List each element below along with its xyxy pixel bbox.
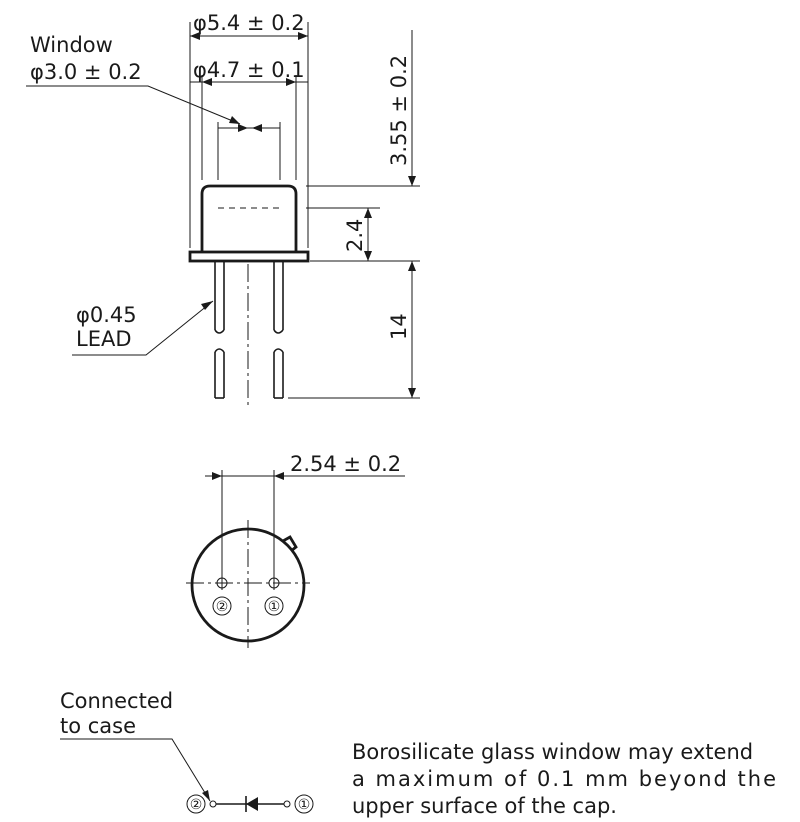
lead-right-upper <box>273 261 284 334</box>
pin2-number: ② <box>216 599 229 615</box>
lead-left-lower <box>214 348 225 399</box>
lead-diameter-text: φ0.45 <box>76 303 137 327</box>
note-line2: a maximum of 0.1 mm beyond the <box>352 767 776 791</box>
schem-pin1: ① <box>298 797 311 813</box>
flange <box>188 250 310 263</box>
dim-outer-diameter: φ5.4 ± 0.2 <box>190 11 308 40</box>
note: Borosilicate glass window may extend a m… <box>352 740 776 818</box>
dim-lead-length: 14 <box>387 261 416 398</box>
window-label: Window <box>30 33 113 57</box>
cap-outline <box>200 184 298 252</box>
pin-spacing-text: 2.54 ± 0.2 <box>290 452 401 476</box>
outer-diameter-text: φ5.4 ± 0.2 <box>193 11 305 35</box>
extension-lines <box>189 22 420 399</box>
dim-height: 3.55 ± 0.2 <box>387 30 416 186</box>
schem-pin2: ② <box>190 797 203 813</box>
dim-cap-diameter: φ4.7 ± 0.1 <box>190 58 308 86</box>
dim-pin-spacing: 2.54 ± 0.2 <box>205 452 405 480</box>
pin1-number: ① <box>268 599 281 615</box>
note-line3: upper surface of the cap. <box>352 794 617 818</box>
bottom-view: ② ① <box>186 470 310 648</box>
cap-diameter-text: φ4.7 ± 0.1 <box>193 58 305 82</box>
dim-window-diameter: Window φ3.0 ± 0.2 <box>26 33 280 132</box>
dim-lead-diameter: φ0.45 LEAD <box>72 300 214 356</box>
connected-line2: to case <box>60 714 136 738</box>
base-tab <box>282 535 298 553</box>
lead-label-text: LEAD <box>76 327 132 351</box>
dim-window-depth: 2.4 <box>343 208 372 261</box>
side-view <box>188 184 310 408</box>
height-text: 3.55 ± 0.2 <box>387 55 411 166</box>
lead-length-text: 14 <box>387 313 411 340</box>
lead-right-lower <box>273 348 284 399</box>
window-diameter-text: φ3.0 ± 0.2 <box>30 60 142 84</box>
lead-left-upper <box>214 261 225 334</box>
schematic: Connected to case ② ① <box>60 689 314 814</box>
note-line1: Borosilicate glass window may extend <box>352 740 753 764</box>
window-depth-text: 2.4 <box>343 219 367 252</box>
connected-line1: Connected <box>60 689 173 713</box>
